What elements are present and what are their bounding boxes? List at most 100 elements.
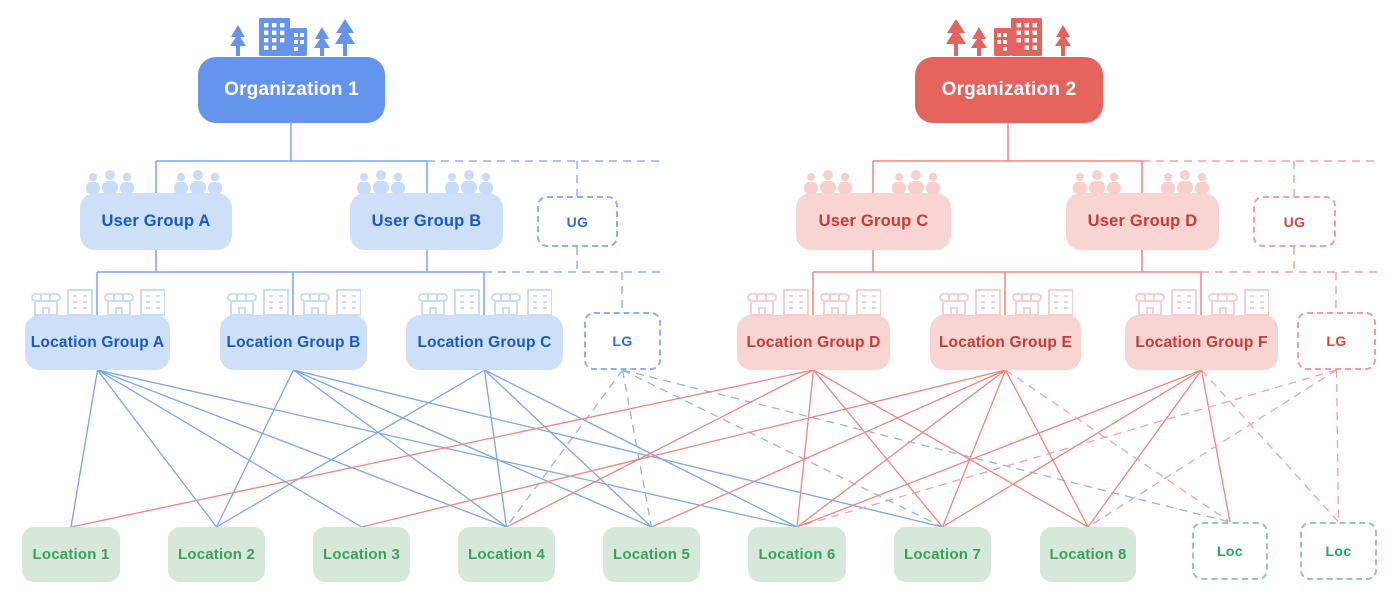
node-ugGhostB: UG bbox=[537, 196, 618, 247]
dashed-connector-line bbox=[505, 369, 624, 528]
node-lgF: Location Group F bbox=[1125, 315, 1278, 370]
node-lgD: Location Group D bbox=[737, 315, 890, 370]
node-label: User Group C bbox=[818, 212, 929, 230]
node-l1: Location 1 bbox=[22, 527, 120, 582]
connector-line bbox=[484, 369, 652, 528]
node-l2: Location 2 bbox=[168, 527, 265, 582]
node-label: Loc bbox=[1216, 543, 1244, 559]
node-l3: Location 3 bbox=[313, 527, 410, 582]
dashed-connector-line bbox=[1087, 369, 1337, 528]
node-label: Location 6 bbox=[758, 546, 836, 563]
node-lgE: Location Group E bbox=[930, 315, 1081, 370]
node-lgB: Location Group B bbox=[220, 315, 367, 370]
connector-line bbox=[651, 369, 1006, 528]
connector-line bbox=[483, 369, 508, 528]
node-org1: Organization 1 bbox=[198, 57, 385, 123]
node-ugGhostR: UG bbox=[1253, 196, 1336, 247]
node-label: User Group A bbox=[101, 212, 211, 230]
node-l7: Location 7 bbox=[894, 527, 991, 582]
node-label: UG bbox=[566, 213, 589, 230]
node-label: LG bbox=[1326, 333, 1347, 349]
node-label: Location Group D bbox=[746, 333, 881, 351]
connector-line bbox=[1087, 369, 1203, 528]
node-label: Location 8 bbox=[1049, 546, 1127, 563]
connector-line bbox=[70, 369, 99, 528]
node-label: Location 4 bbox=[467, 546, 545, 563]
node-ugC: User Group C bbox=[796, 193, 951, 250]
connector-line bbox=[293, 369, 507, 528]
connector-line bbox=[96, 369, 218, 528]
node-locGhost1: Loc bbox=[1192, 522, 1268, 580]
node-label: Location Group A bbox=[30, 333, 165, 351]
connector-line bbox=[97, 369, 362, 528]
connector-line bbox=[361, 369, 1006, 528]
node-label: Location Group C bbox=[417, 333, 552, 351]
connector-line bbox=[941, 369, 1007, 528]
dashed-connector-line bbox=[622, 369, 1231, 523]
node-ugA: User Group A bbox=[80, 193, 232, 250]
user-group-people-icon bbox=[801, 168, 947, 194]
node-l5: Location 5 bbox=[603, 527, 700, 582]
node-label: Organization 1 bbox=[224, 79, 359, 100]
node-label: Location Group F bbox=[1135, 333, 1268, 351]
connector-line bbox=[216, 369, 485, 528]
node-label: Location 5 bbox=[612, 546, 690, 563]
node-lgA: Location Group A bbox=[25, 315, 170, 370]
connector-line bbox=[215, 369, 295, 528]
node-label: Loc bbox=[1325, 543, 1352, 559]
connector-line bbox=[506, 369, 814, 528]
node-label: Location 3 bbox=[322, 546, 400, 563]
dashed-connector-line bbox=[1201, 369, 1339, 523]
connector-line bbox=[796, 369, 1202, 528]
dashed-connector-line bbox=[796, 369, 1337, 528]
location-shops-icon bbox=[1135, 286, 1269, 316]
node-l6: Location 6 bbox=[748, 527, 846, 582]
location-shops-icon bbox=[31, 286, 165, 316]
node-ugB: User Group B bbox=[350, 193, 503, 250]
node-label: Location 1 bbox=[32, 546, 110, 563]
node-label: Location 7 bbox=[903, 546, 981, 563]
dashed-connector-line bbox=[1335, 369, 1340, 523]
node-ugD: User Group D bbox=[1066, 193, 1219, 250]
connector-line bbox=[293, 369, 652, 528]
node-lgGhostB: LG bbox=[584, 312, 661, 370]
connector-line bbox=[812, 369, 944, 528]
node-label: UG bbox=[1283, 213, 1306, 230]
location-shops-icon bbox=[747, 286, 881, 316]
location-shops-icon bbox=[418, 286, 552, 316]
location-shops-icon bbox=[227, 286, 361, 316]
connector-line bbox=[70, 369, 814, 528]
connector-line bbox=[97, 369, 507, 528]
connector-line bbox=[942, 369, 1202, 528]
org-building-trees-icon bbox=[943, 16, 1075, 58]
node-label: LG bbox=[612, 333, 633, 349]
node-label: Location Group B bbox=[226, 333, 361, 351]
user-group-people-icon bbox=[83, 168, 229, 194]
node-label: Organization 2 bbox=[941, 79, 1077, 100]
node-label: Location Group E bbox=[938, 333, 1073, 351]
connector-line bbox=[813, 369, 1089, 528]
connector-line bbox=[293, 369, 943, 528]
connector-line bbox=[484, 369, 798, 528]
connector-line bbox=[97, 369, 798, 528]
node-label: User Group B bbox=[371, 212, 482, 230]
connector-line bbox=[796, 369, 815, 528]
user-group-people-icon bbox=[1070, 168, 1216, 194]
node-lgC: Location Group C bbox=[406, 315, 563, 370]
user-group-people-icon bbox=[354, 168, 500, 194]
node-locGhost2: Loc bbox=[1300, 522, 1377, 580]
dashed-connector-line bbox=[622, 369, 943, 528]
node-l4: Location 4 bbox=[458, 527, 555, 582]
dashed-connector-line bbox=[1005, 369, 1231, 523]
node-org2: Organization 2 bbox=[915, 57, 1103, 123]
org-building-trees-icon bbox=[226, 16, 358, 58]
node-l8: Location 8 bbox=[1040, 527, 1136, 582]
node-label: Location 2 bbox=[177, 546, 255, 563]
location-shops-icon bbox=[939, 286, 1073, 316]
node-lgGhostR: LG bbox=[1297, 312, 1376, 370]
node-label: User Group D bbox=[1087, 212, 1198, 230]
dashed-connector-line bbox=[621, 369, 653, 528]
connector-line bbox=[1004, 369, 1089, 528]
